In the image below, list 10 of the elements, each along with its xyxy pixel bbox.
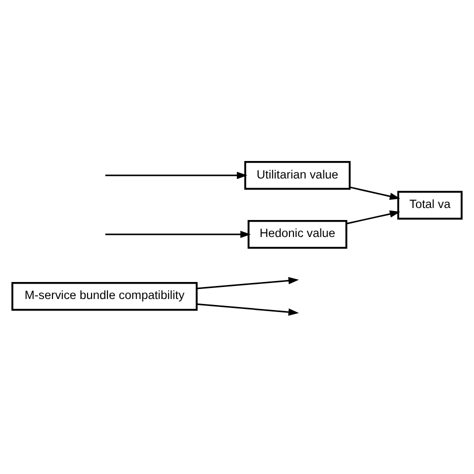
- arrow: [105, 171, 248, 179]
- arrow: [350, 186, 400, 200]
- arrow: [105, 230, 251, 238]
- node-box: Utilitarian value: [244, 160, 351, 190]
- node-box: Hedonic value: [248, 220, 348, 248]
- node-box: Total va: [397, 190, 463, 220]
- arrow: [346, 210, 400, 224]
- node-box: M-service bundle compatibility: [11, 281, 198, 310]
- arrow: [196, 302, 299, 316]
- arrow: [196, 276, 299, 289]
